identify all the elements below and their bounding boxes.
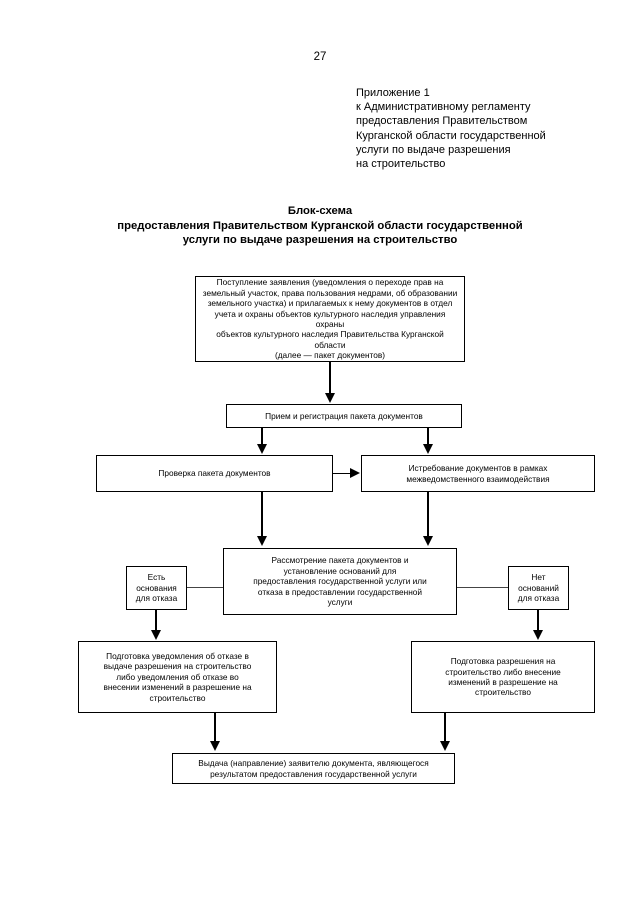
- flow-node-grounds-no: Нет оснований для отказа: [508, 566, 569, 610]
- arrowhead-register-check: [256, 444, 267, 454]
- flow-node-grounds-yes: Есть основания для отказа: [126, 566, 187, 610]
- edge-grounds-yes-refusal: [155, 610, 157, 631]
- flow-node-register: Прием и регистрация пакета документов: [226, 404, 462, 428]
- edge-review-grounds-yes: [187, 587, 224, 588]
- flow-node-intake: Поступление заявления (уведомления о пер…: [195, 276, 465, 362]
- flow-node-issue: Выдача (направление) заявителю документа…: [172, 753, 455, 784]
- edge-register-check: [261, 428, 263, 445]
- flow-node-review: Рассмотрение пакета документов и установ…: [223, 548, 457, 615]
- edge-register-interagency: [427, 428, 429, 445]
- edge-interagency-review: [427, 492, 429, 537]
- arrowhead-permit-issue: [439, 741, 450, 751]
- arrowhead-refusal-issue: [209, 741, 220, 751]
- arrowhead-grounds-no-permit: [532, 630, 543, 640]
- edge-review-grounds-no: [457, 587, 509, 588]
- flow-node-refusal: Подготовка уведомления об отказе в выдач…: [78, 641, 277, 713]
- arrowhead-register-interagency: [422, 444, 433, 454]
- arrowhead-grounds-yes-refusal: [150, 630, 161, 640]
- arrowhead-check-review: [256, 536, 267, 546]
- page-number: 27: [313, 51, 327, 63]
- edge-check-interagency: [333, 472, 351, 475]
- arrowhead-intake-register: [324, 393, 335, 403]
- edge-grounds-no-permit: [537, 610, 539, 631]
- flow-node-permit: Подготовка разрешения на строительство л…: [411, 641, 595, 713]
- appendix-reference: Приложение 1 к Административному регламе…: [356, 87, 546, 171]
- arrowhead-check-interagency: [350, 468, 360, 478]
- edge-permit-issue: [444, 713, 446, 742]
- edge-refusal-issue: [214, 713, 216, 742]
- edge-intake-register: [329, 362, 331, 394]
- flow-node-check: Проверка пакета документов: [96, 455, 333, 492]
- arrowhead-interagency-review: [422, 536, 433, 546]
- flow-node-interagency: Истребование документов в рамках межведо…: [361, 455, 595, 492]
- edge-check-review: [261, 492, 263, 537]
- scheme-title: Блок-схема предоставления Правительством…: [117, 205, 523, 246]
